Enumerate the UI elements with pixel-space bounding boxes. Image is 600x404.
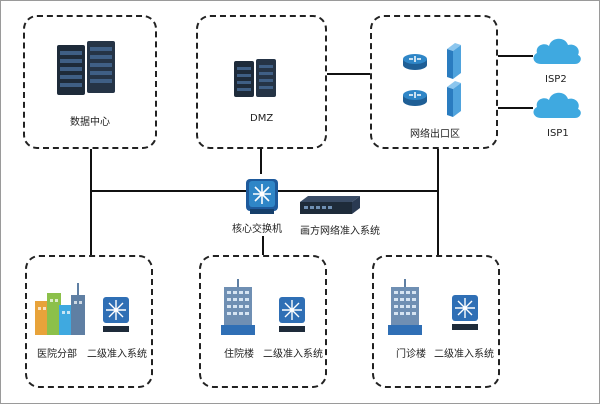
label-branch: 医院分部 — [37, 349, 77, 360]
server-icon — [234, 59, 276, 97]
access-switch-icon — [452, 295, 478, 330]
label-datacenter: 数据中心 — [70, 117, 110, 128]
line-branch-up — [90, 190, 92, 256]
firewall-icon — [447, 43, 461, 79]
line-dmz-down — [260, 148, 262, 174]
building-cluster-icon — [35, 283, 85, 335]
cloud-icon — [533, 92, 581, 118]
label-access-system: 画方网络准入系统 — [300, 226, 380, 237]
zone-datacenter: 数据中心 — [23, 15, 157, 149]
label-dmz: DMZ — [250, 113, 274, 124]
label-isp2: ISP2 — [545, 74, 567, 85]
building-icon — [388, 279, 422, 335]
zone-branch: 医院分部 二级准入系统 — [25, 255, 153, 388]
router-icon — [403, 90, 427, 106]
line-egress-down — [437, 148, 439, 256]
label-egress: 网络出口区 — [410, 129, 460, 140]
building-icon — [221, 279, 255, 335]
label-secondary-access: 二级准入系统 — [434, 349, 494, 360]
label-secondary-access: 二级准入系统 — [87, 349, 147, 360]
server-rack-icon — [57, 41, 115, 95]
zone-egress: 网络出口区 — [370, 15, 498, 149]
router-icon — [403, 54, 427, 70]
core-switch-icon — [246, 179, 278, 214]
line-isp1 — [497, 107, 533, 109]
line-isp2 — [497, 55, 533, 57]
label-isp1: ISP1 — [547, 128, 569, 139]
label-core-switch: 核心交换机 — [232, 224, 282, 235]
label-outpatient: 门诊楼 — [396, 349, 426, 360]
line-dc-down — [90, 148, 92, 191]
firewall-icon — [447, 81, 461, 117]
zone-outpatient: 门诊楼 二级准入系统 — [372, 255, 500, 388]
label-secondary-access: 二级准入系统 — [263, 349, 323, 360]
access-switch-icon — [279, 297, 305, 332]
access-switch-icon — [103, 297, 129, 332]
zone-dmz: DMZ — [196, 15, 327, 149]
label-inpatient: 住院楼 — [224, 349, 254, 360]
access-appliance-icon — [300, 196, 360, 214]
line-inpatient-up — [262, 236, 264, 256]
zone-inpatient: 住院楼 二级准入系统 — [199, 255, 327, 388]
cloud-icon — [533, 38, 581, 64]
line-dmz-egress — [325, 73, 372, 75]
